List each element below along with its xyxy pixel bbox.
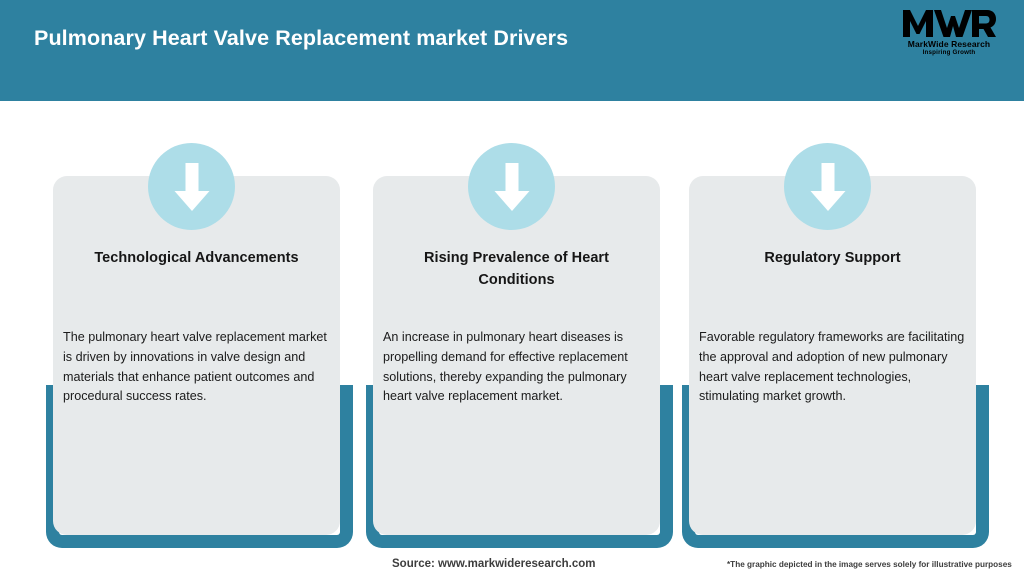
arrow-down-icon: [148, 143, 235, 230]
card-title: Rising Prevalence of Heart Conditions: [423, 250, 610, 288]
card-body-text: The pulmonary heart valve replacement ma…: [63, 330, 327, 404]
card-surface: Rising Prevalence of Heart Conditions An…: [373, 176, 660, 535]
arrow-down-icon: [784, 143, 871, 230]
arrow-down-glyph: [494, 162, 529, 211]
arrow-down-glyph: [810, 162, 845, 211]
content-area: Technological Advancements The pulmonary…: [0, 101, 1024, 576]
mwr-logo-icon: [903, 10, 996, 37]
card-body-text: Favorable regulatory frameworks are faci…: [699, 330, 965, 404]
brand-logo: MarkWide Research Inspiring Growth: [890, 8, 1008, 66]
disclaimer-note: *The graphic depicted in the image serve…: [727, 560, 1012, 569]
logo-company-name: MarkWide Research: [907, 39, 991, 49]
driver-card-3: Regulatory Support Favorable regulatory …: [676, 101, 989, 576]
arrow-down-icon: [468, 143, 555, 230]
page-title: Pulmonary Heart Valve Replacement market…: [34, 26, 569, 50]
card-title: Technological Advancements: [94, 250, 299, 266]
card-title: Regulatory Support: [764, 250, 901, 266]
card-surface: Technological Advancements The pulmonary…: [53, 176, 340, 535]
card-body-text: An increase in pulmonary heart diseases …: [383, 330, 628, 404]
logo-tagline: Inspiring Growth: [922, 49, 976, 56]
header-bar: Pulmonary Heart Valve Replacement market…: [0, 0, 1024, 101]
source-label: Source: www.markwideresearch.com: [392, 558, 596, 570]
arrow-down-glyph: [174, 162, 209, 211]
card-surface: Regulatory Support Favorable regulatory …: [689, 176, 976, 535]
driver-card-1: Technological Advancements The pulmonary…: [40, 101, 353, 576]
driver-card-2: Rising Prevalence of Heart Conditions An…: [360, 101, 673, 576]
